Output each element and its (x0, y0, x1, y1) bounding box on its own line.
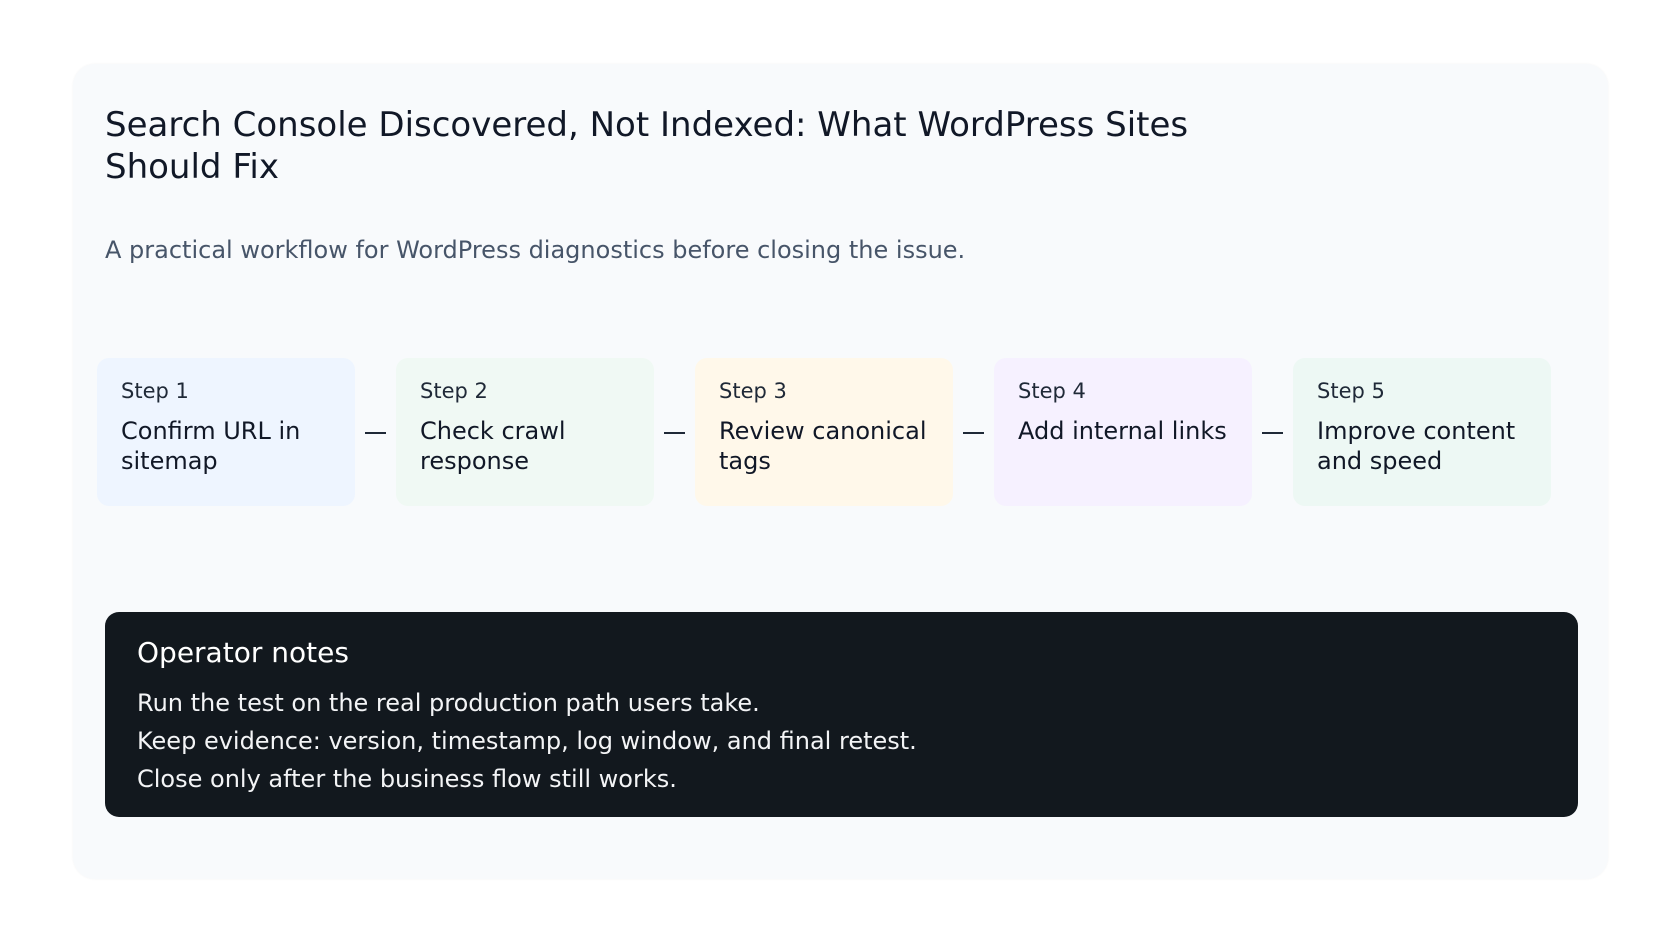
operator-notes-panel: Operator notes Run the test on the real … (105, 612, 1578, 817)
step-description: Check crawl response (420, 417, 566, 475)
step-description: Review canonical tags (719, 417, 927, 475)
step-description: Improve content and speed (1317, 417, 1516, 475)
page-title: Search Console Discovered, Not Indexed: … (105, 105, 1189, 187)
operator-note: Close only after the business flow still… (137, 765, 677, 793)
step-card-5: Step 5 Improve content and speed (1293, 358, 1551, 506)
step-description: Add internal links (1018, 417, 1227, 445)
step-label: Step 4 (1018, 379, 1086, 403)
page-subtitle: A practical workflow for WordPress diagn… (105, 236, 966, 264)
step-label: Step 3 (719, 379, 787, 403)
workflow-steps: Step 1 Confirm URL in sitemap Step 2 Che… (97, 358, 1587, 506)
step-connector (1262, 432, 1283, 434)
operator-notes-title: Operator notes (137, 636, 349, 669)
step-card-4: Step 4 Add internal links (994, 358, 1252, 506)
step-card-1: Step 1 Confirm URL in sitemap (97, 358, 355, 506)
step-label: Step 1 (121, 379, 189, 403)
step-label: Step 5 (1317, 379, 1385, 403)
step-card-3: Step 3 Review canonical tags (695, 358, 953, 506)
operator-notes-list: Run the test on the real production path… (137, 684, 1546, 798)
step-connector (365, 432, 386, 434)
operator-note: Keep evidence: version, timestamp, log w… (137, 727, 917, 755)
workflow-card: Search Console Discovered, Not Indexed: … (73, 64, 1608, 879)
step-description: Confirm URL in sitemap (121, 417, 301, 475)
step-label: Step 2 (420, 379, 488, 403)
step-connector (664, 432, 685, 434)
operator-note: Run the test on the real production path… (137, 689, 760, 717)
step-card-2: Step 2 Check crawl response (396, 358, 654, 506)
step-connector (963, 432, 984, 434)
